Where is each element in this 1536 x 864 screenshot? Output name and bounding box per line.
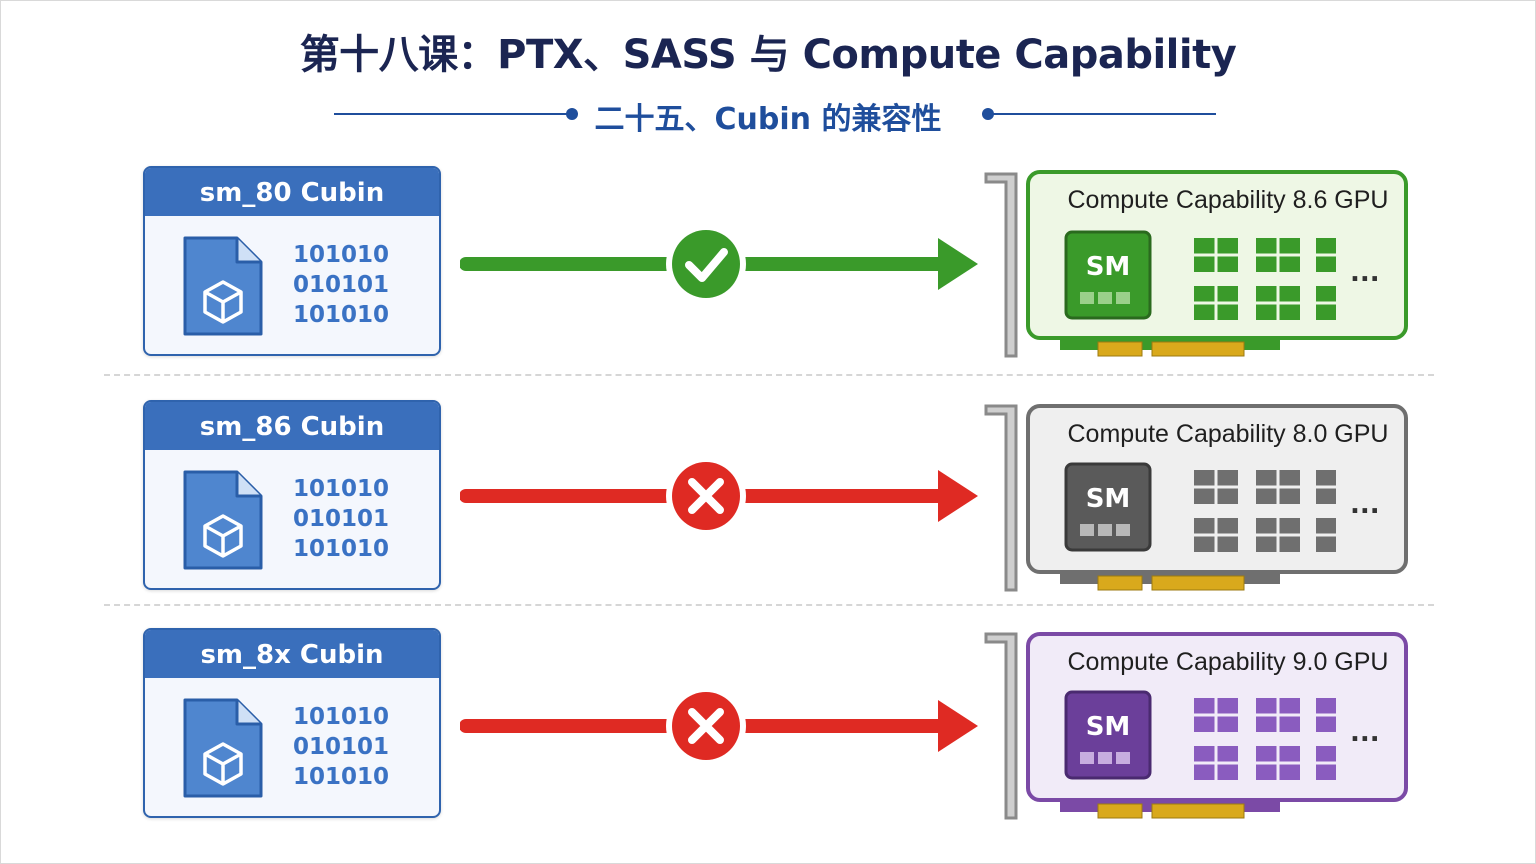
cubin-card: sm_86 Cubin 101010 010101 101010	[143, 400, 441, 590]
check-circle-icon	[672, 230, 740, 298]
binary-line: 010101	[293, 272, 390, 298]
cubin-card: sm_8x Cubin 101010 010101 101010	[143, 628, 441, 818]
sm-label: SM	[1085, 712, 1131, 742]
cube-file-icon	[183, 236, 263, 336]
compat-row-0: sm_80 Cubin 101010 010101 101010	[0, 166, 1536, 366]
subtitle-dot-right	[982, 108, 994, 120]
compat-row-1: sm_86 Cubin 101010 010101 101010	[0, 400, 1536, 600]
subtitle-bar: 二十五、Cubin 的兼容性	[0, 92, 1536, 137]
cube-file-icon	[183, 470, 263, 570]
sm-label: SM	[1085, 484, 1131, 514]
row-divider	[104, 374, 1434, 376]
cubin-label: sm_86 Cubin	[145, 402, 439, 450]
gpu-card-icon	[984, 632, 1408, 820]
cubin-card: sm_80 Cubin 101010 010101 101010	[143, 166, 441, 356]
gpu-label: Compute Capability 8.6 GPU	[1067, 186, 1389, 214]
cubin-label: sm_80 Cubin	[145, 168, 439, 216]
incompat-arrow	[460, 456, 978, 536]
more-indicator: ...	[1350, 490, 1380, 520]
cubin-label: sm_8x Cubin	[145, 630, 439, 678]
subtitle-line-right	[990, 113, 1216, 115]
sm-label: SM	[1085, 252, 1131, 282]
binary-line: 101010	[293, 704, 390, 730]
binary-line: 010101	[293, 506, 390, 532]
gpu-card-icon	[984, 170, 1408, 358]
row-divider	[104, 604, 1434, 606]
binary-lines: 101010 010101 101010	[293, 474, 389, 564]
incompat-arrow	[460, 686, 978, 766]
binary-line: 101010	[293, 242, 390, 268]
binary-line: 101010	[293, 536, 390, 562]
subtitle-line-left	[334, 113, 572, 115]
binary-line: 101010	[293, 764, 390, 790]
binary-lines: 101010 010101 101010	[293, 702, 389, 792]
compat-arrow	[460, 224, 978, 304]
gpu-card-icon	[984, 404, 1408, 592]
more-indicator: ...	[1350, 718, 1380, 748]
subtitle: 二十五、Cubin 的兼容性	[594, 102, 942, 137]
gpu-label: Compute Capability 8.0 GPU	[1067, 420, 1389, 448]
binary-line: 010101	[293, 734, 390, 760]
binary-line: 101010	[293, 302, 390, 328]
subtitle-dot-left	[566, 108, 578, 120]
gpu-label: Compute Capability 9.0 GPU	[1067, 648, 1389, 676]
cube-file-icon	[183, 698, 263, 798]
page-title: 第十八课：PTX、SASS 与 Compute Capability	[299, 32, 1237, 78]
binary-lines: 101010 010101 101010	[293, 240, 389, 330]
more-indicator: ...	[1350, 258, 1380, 288]
binary-line: 101010	[293, 476, 390, 502]
compat-row-2: sm_8x Cubin 101010 010101 101010	[0, 628, 1536, 828]
